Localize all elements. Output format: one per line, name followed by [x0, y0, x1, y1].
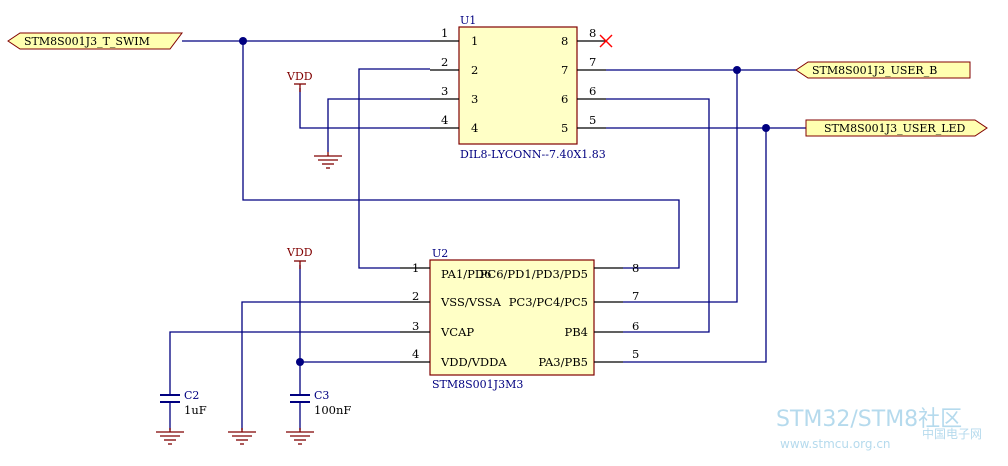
wire-u2p3-c2	[169, 331, 400, 395]
junction-vdd-c3	[296, 358, 304, 366]
u2-designator: U2	[432, 247, 448, 260]
wires	[169, 40, 806, 430]
wire-user-b-u2p7	[623, 70, 738, 303]
net-label-user-b: STM8S001J3_USER_B	[795, 61, 971, 79]
wire-u1p2-u2p1	[358, 68, 430, 269]
ground-icon	[314, 152, 342, 169]
u1-pin-name: 6	[561, 92, 568, 106]
no-connect-icon	[599, 34, 613, 48]
u1-pin-name: 8	[561, 34, 568, 48]
watermark: STM32/STM8社区 www.stmcu.org.cn 中国电子网	[776, 407, 982, 451]
wire-u1p6-u2p6	[606, 98, 710, 333]
vdd-symbol-1: VDD	[286, 70, 313, 92]
u1-pin-number: 1	[441, 26, 448, 40]
component-u1: U1 1 2 3 4 1 2 3 4 8 7 6 5 8 7 6 5 DIL8-…	[430, 14, 606, 161]
u1-pin-number: 5	[589, 113, 596, 127]
junction-user-b	[733, 66, 741, 74]
component-u2: U2 1 2 3 4 PA1/PD6 VSS/VSSA VCAP VDD/VDD…	[400, 247, 639, 391]
u1-pin-number: 7	[589, 55, 596, 69]
u2-pin-name: VDD/VDDA	[440, 355, 507, 369]
junction-swim	[239, 37, 247, 45]
u1-pin-name: 4	[471, 121, 478, 135]
c2-value: 1uF	[184, 403, 207, 417]
u1-pin-number: 4	[441, 113, 448, 127]
u2-pin-number: 5	[632, 347, 639, 361]
junctions	[239, 37, 770, 366]
vdd-symbol-2: VDD	[286, 246, 313, 269]
u2-pin-name: VCAP	[440, 325, 474, 339]
u2-pin-name: PA1/PD6	[441, 267, 491, 281]
u1-pin-name: 5	[561, 121, 568, 135]
u1-pin-name: 7	[561, 63, 568, 77]
u2-pin-number: 7	[632, 289, 639, 303]
ground-icon	[228, 428, 256, 445]
u2-pin-number: 2	[412, 289, 419, 303]
u2-pin-number: 1	[412, 261, 419, 275]
u2-pin-number: 8	[632, 261, 639, 275]
wire-u2p2-gnd	[241, 301, 400, 430]
u1-pin-number: 2	[441, 55, 448, 69]
wire-u1p3-gnd	[327, 98, 430, 152]
u1-pin-name: 2	[471, 63, 478, 77]
ground-icon	[156, 428, 184, 445]
u2-part-number: STM8S001J3M3	[432, 378, 523, 391]
u1-pin-number: 3	[441, 84, 448, 98]
wire-u1p4-vdd	[299, 88, 430, 129]
u1-pin-name: 1	[471, 34, 478, 48]
ground-icon	[286, 428, 314, 445]
watermark-logo-text: 中国电子网	[922, 426, 982, 441]
net-label-user-b-text: STM8S001J3_USER_B	[812, 64, 937, 77]
u1-designator: U1	[460, 14, 476, 27]
u2-pin-name: PA3/PB5	[538, 355, 588, 369]
net-label-user-led: STM8S001J3_USER_LED	[805, 119, 988, 137]
capacitor-c3: C3 100nF	[290, 389, 351, 417]
u1-footprint: DIL8-LYCONN--7.40X1.83	[460, 148, 606, 161]
u2-pin-name: VSS/VSSA	[440, 295, 502, 309]
u1-pin-number: 6	[589, 84, 596, 98]
u2-body	[429, 259, 595, 376]
watermark-line1: STM32/STM8社区	[776, 407, 962, 432]
wire-user-led-u2p5	[623, 128, 767, 363]
c3-designator: C3	[314, 389, 329, 402]
u2-pin-number: 4	[412, 347, 419, 361]
net-label-swim: STM8S001J3_T_SWIM	[7, 32, 183, 50]
u1-pin-number: 8	[589, 26, 596, 40]
u2-pin-name: PB4	[564, 325, 588, 339]
capacitor-c2: C2 1uF	[160, 389, 207, 417]
vdd-label-1: VDD	[286, 70, 313, 83]
watermark-line2: www.stmcu.org.cn	[780, 437, 891, 451]
vdd-label-2: VDD	[286, 246, 313, 259]
wire-swim-to-u2-pin8	[242, 41, 680, 269]
net-label-swim-text: STM8S001J3_T_SWIM	[24, 35, 150, 48]
net-label-user-led-text: STM8S001J3_USER_LED	[824, 122, 966, 135]
c3-value: 100nF	[314, 403, 351, 417]
c2-designator: C2	[184, 389, 199, 402]
u2-pin-name: PC6/PD1/PD3/PD5	[480, 267, 588, 281]
u2-pin-name: PC3/PC4/PC5	[509, 295, 588, 309]
u2-pin-number: 3	[412, 319, 419, 333]
u2-pin-number: 6	[632, 319, 639, 333]
u1-pin-name: 3	[471, 92, 478, 106]
u1-body	[458, 26, 578, 145]
junction-user-led	[762, 124, 770, 132]
